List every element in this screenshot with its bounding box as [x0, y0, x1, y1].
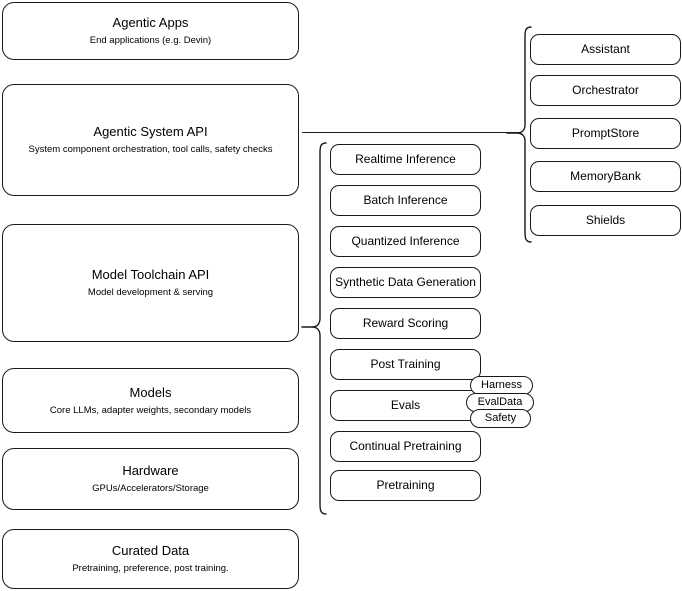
capability-synthetic-data-generation[interactable]: Synthetic Data Generation	[330, 267, 481, 298]
connector-system-api-to-components	[302, 132, 521, 133]
stack-layer-agentic-apps[interactable]: Agentic Apps End applications (e.g. Devi…	[2, 2, 299, 60]
component-label: Shields	[585, 213, 626, 227]
component-label: Orchestrator	[572, 83, 639, 97]
layer-subtitle: Pretraining, preference, post training.	[72, 563, 229, 574]
capability-label: Quantized Inference	[351, 234, 460, 248]
evals-badge-safety[interactable]: Safety	[470, 409, 531, 428]
layer-subtitle: End applications (e.g. Devin)	[89, 35, 212, 46]
stack-layer-agentic-system-api[interactable]: Agentic System API System component orch…	[2, 84, 299, 196]
stack-layer-models[interactable]: Models Core LLMs, adapter weights, secon…	[2, 368, 299, 433]
badge-label: Safety	[484, 412, 517, 424]
system-component-assistant[interactable]: Assistant	[530, 34, 681, 65]
system-component-memorybank[interactable]: MemoryBank	[530, 161, 681, 192]
capability-label: Evals	[390, 398, 421, 412]
badge-label: Harness	[481, 379, 522, 391]
capability-batch-inference[interactable]: Batch Inference	[330, 185, 481, 216]
capability-label: Pretraining	[376, 478, 435, 492]
layer-title: Curated Data	[111, 543, 190, 558]
capability-label: Realtime Inference	[355, 152, 456, 166]
capability-quantized-inference[interactable]: Quantized Inference	[330, 226, 481, 257]
system-component-orchestrator[interactable]: Orchestrator	[530, 75, 681, 106]
brace-toolchain-capabilities	[299, 140, 329, 518]
capability-continual-pretraining[interactable]: Continual Pretraining	[330, 431, 481, 462]
evals-badge-evaldata[interactable]: EvalData	[466, 393, 534, 412]
layer-title: Hardware	[122, 463, 179, 478]
layer-subtitle: System component orchestration, tool cal…	[28, 144, 273, 155]
component-label: MemoryBank	[570, 169, 641, 183]
capability-label: Continual Pretraining	[349, 439, 462, 453]
layer-title: Model Toolchain API	[91, 267, 210, 282]
capability-label: Synthetic Data Generation	[335, 275, 476, 289]
layer-title: Models	[129, 384, 172, 400]
stack-layer-model-toolchain-api[interactable]: Model Toolchain API Model development & …	[2, 224, 299, 342]
system-component-promptstore[interactable]: PromptStore	[530, 118, 681, 149]
capability-label: Batch Inference	[363, 193, 448, 207]
stack-layer-hardware[interactable]: Hardware GPUs/Accelerators/Storage	[2, 448, 299, 510]
badge-label: EvalData	[477, 396, 523, 408]
layer-title: Agentic Apps	[112, 15, 189, 30]
component-label: Assistant	[581, 42, 630, 56]
capability-label: Post Training	[370, 357, 441, 371]
capability-evals[interactable]: Evals	[330, 390, 481, 421]
capability-post-training[interactable]: Post Training	[330, 349, 481, 380]
layer-subtitle: Core LLMs, adapter weights, secondary mo…	[49, 404, 252, 416]
layer-subtitle: GPUs/Accelerators/Storage	[92, 483, 209, 494]
system-component-shields[interactable]: Shields	[530, 205, 681, 236]
layer-title: Agentic System API	[93, 124, 208, 139]
capability-pretraining[interactable]: Pretraining	[330, 470, 481, 501]
capability-realtime-inference[interactable]: Realtime Inference	[330, 144, 481, 175]
capability-reward-scoring[interactable]: Reward Scoring	[330, 308, 481, 339]
layer-subtitle: Model development & serving	[87, 287, 214, 298]
component-label: PromptStore	[571, 126, 640, 140]
stack-layer-curated-data[interactable]: Curated Data Pretraining, preference, po…	[2, 529, 299, 589]
capability-label: Reward Scoring	[362, 316, 449, 330]
